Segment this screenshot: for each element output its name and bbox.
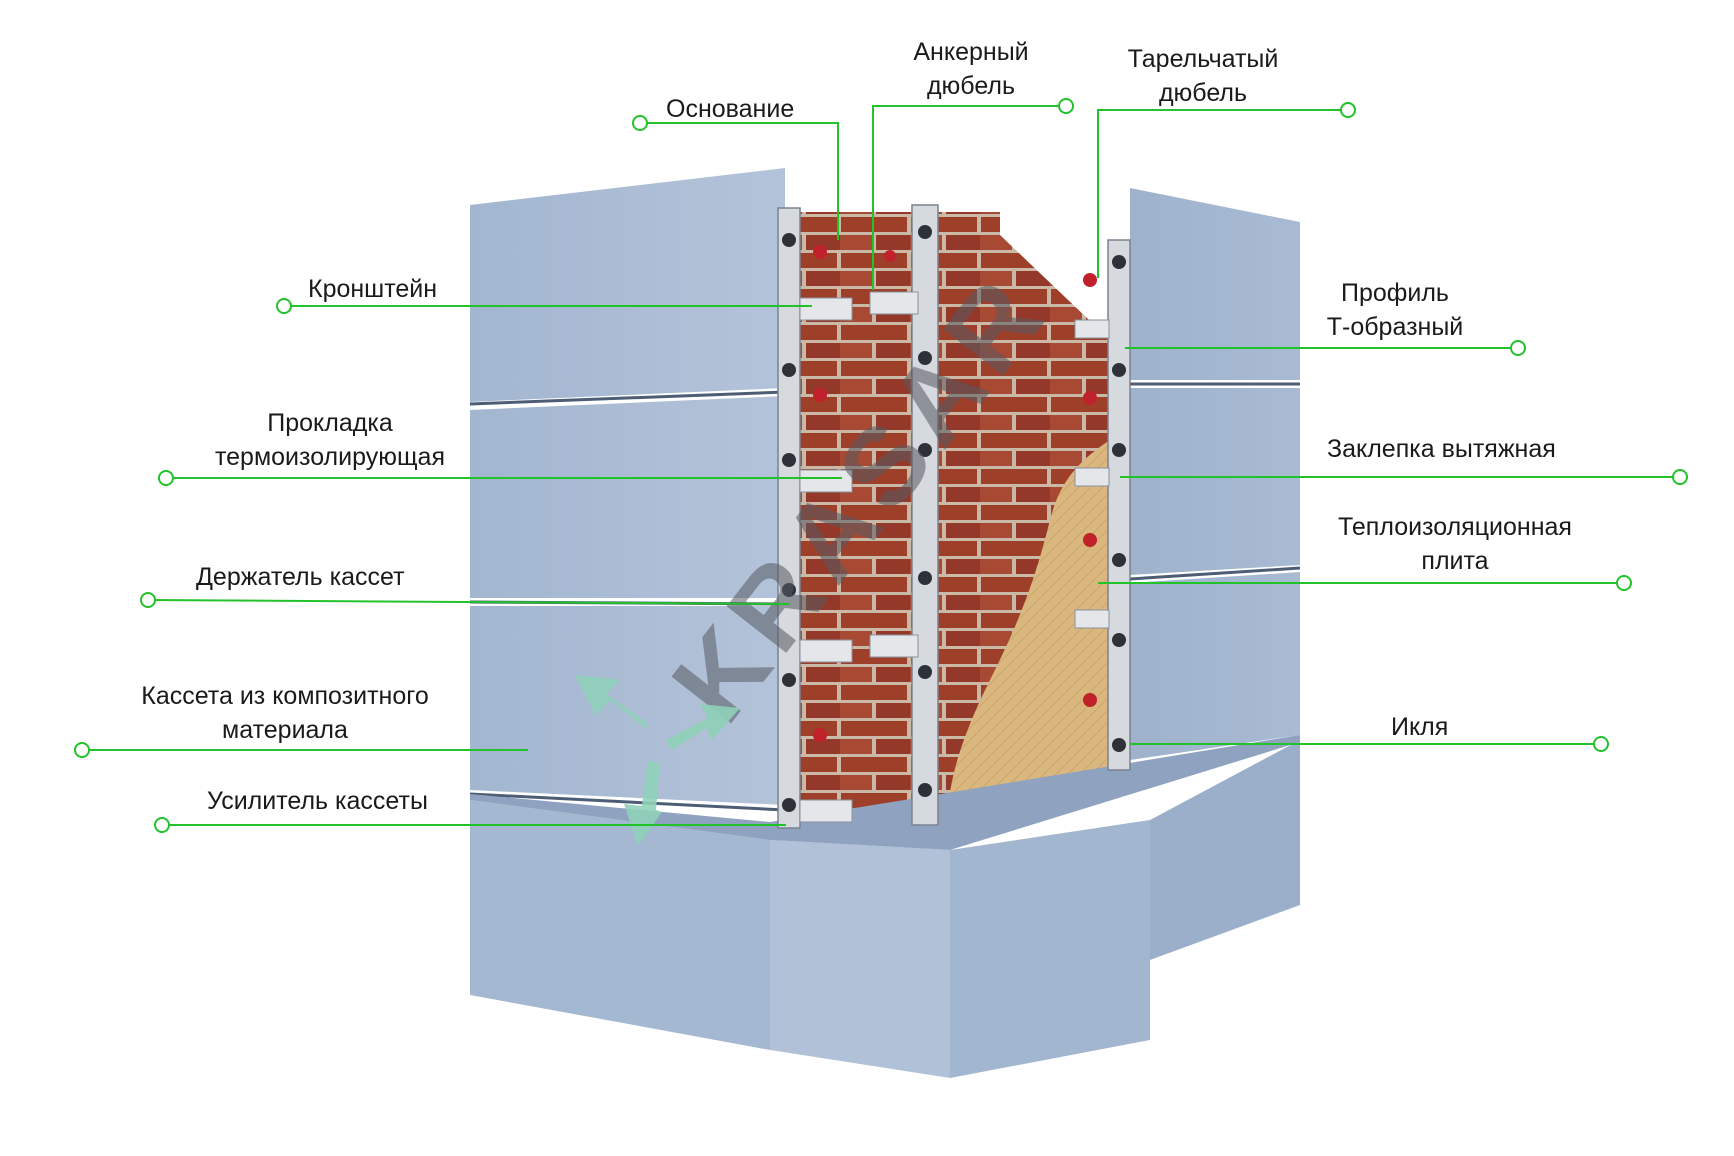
bottom-cassette-mid-left [770, 840, 950, 1078]
label-tarelchaty-dubel-line1: Тарельчатый [1127, 45, 1279, 73]
label-ankerny-dubel-line1: Анкерный [913, 38, 1029, 66]
left-cassette-1 [470, 168, 785, 402]
label-usilitel: Усилитель кассеты [207, 787, 428, 815]
label-osnovanie: Основание [666, 95, 795, 123]
right-cassette-2 [1130, 388, 1300, 575]
leader-lines [74, 98, 1688, 833]
label-kronshtein: Кронштейн [308, 275, 438, 303]
leader-tarelchaty-dubel [1097, 109, 1348, 278]
label-profil-line1: Профиль [1341, 279, 1449, 307]
left-cassette-2 [470, 396, 785, 598]
bottom-cassette-mid-right [950, 820, 1150, 1078]
brackets [799, 291, 1110, 823]
label-prokladka-line2: термоизолирующая [214, 443, 445, 471]
label-teploizolyacia: Теплоизоляционная плита [1320, 510, 1590, 578]
bottom-cassette-top-edge [470, 735, 1300, 850]
label-kasseta-line2: материала [222, 716, 348, 744]
label-prokladka-line1: Прокладка [267, 409, 393, 437]
right-cassette-1 [1130, 188, 1300, 380]
label-ankerny-dubel: Анкерный дюбель [896, 35, 1046, 103]
label-tarelchaty-dubel-line2: дюбель [1158, 79, 1248, 107]
left-cassette-3 [470, 606, 785, 805]
facade-illustration: KRASAR [469, 168, 1301, 1078]
bottom-cassette-right [1150, 740, 1300, 960]
label-zaklepka: Заклепка вытяжная [1327, 435, 1556, 463]
cassette-holders [782, 225, 1126, 812]
label-iklya: Икля [1391, 713, 1449, 741]
leader-osnovanie [640, 122, 839, 240]
right-cassette-3 [1130, 572, 1300, 760]
label-teploizolyacia-line2: плита [1421, 547, 1489, 575]
leader-derzhatel [147, 599, 791, 605]
label-kasseta: Кассета из композитного материала [100, 679, 470, 747]
label-prokladka: Прокладка термоизолирующая [200, 406, 460, 474]
label-derzhatel: Держатель кассет [196, 563, 405, 591]
dowels [813, 245, 1097, 742]
label-profil: Профиль Т-образный [1310, 276, 1480, 344]
label-tarelchaty-dubel: Тарельчатый дюбель [1108, 42, 1298, 110]
insulation-slab [948, 440, 1110, 810]
label-ankerny-dubel-line2: дюбель [926, 72, 1016, 100]
label-profil-line2: Т-образный [1326, 313, 1464, 341]
leader-ankerny-dubel [872, 105, 1066, 290]
label-kasseta-line1: Кассета из композитного [141, 682, 429, 710]
label-teploizolyacia-line1: Теплоизоляционная [1338, 513, 1572, 541]
bottom-cassette-left [470, 800, 770, 1050]
